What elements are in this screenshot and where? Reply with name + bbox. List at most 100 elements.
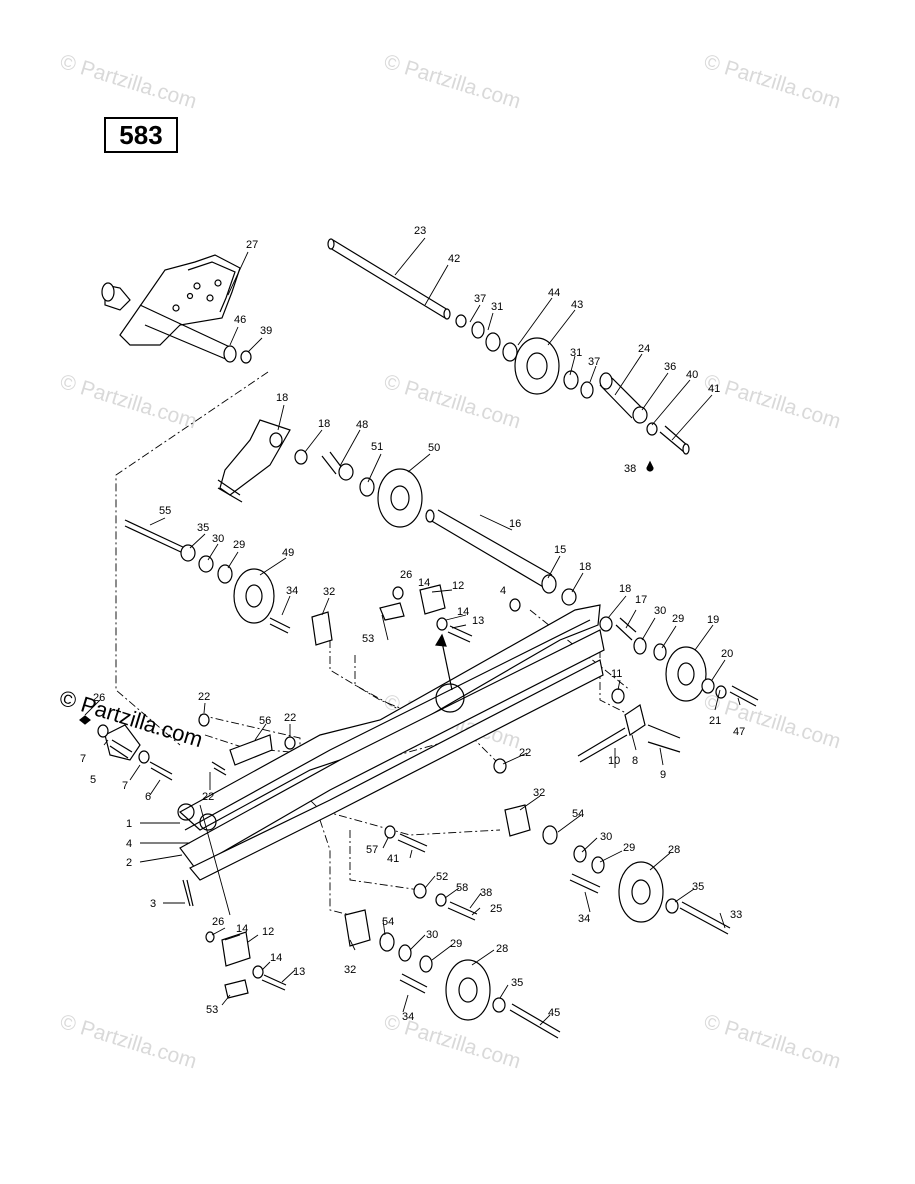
callout-29: 29 [623,842,635,854]
callout-48: 48 [356,419,368,431]
callout-14: 14 [236,923,248,935]
callout-52: 52 [436,871,448,883]
callout-7: 7 [122,780,128,792]
callout-32: 32 [323,586,335,598]
callout-23: 23 [414,225,426,237]
callout-39: 39 [260,325,272,337]
callout-26: 26 [212,916,224,928]
callout-53: 53 [362,633,374,645]
callout-25: 25 [490,903,502,915]
callout-47: 47 [733,726,745,738]
callout-46: 46 [234,314,246,326]
callout-2: 2 [126,857,132,869]
callout-29: 29 [672,613,684,625]
callout-8: 8 [632,755,638,767]
callout-18: 18 [579,561,591,573]
callout-30: 30 [654,605,666,617]
diagram-code-box: 583 [104,117,178,153]
callout-6: 6 [145,791,151,803]
callout-18: 18 [276,392,288,404]
callout-54: 54 [572,808,584,820]
callout-14: 14 [270,952,282,964]
callout-26: 26 [93,692,105,704]
callout-35: 35 [692,881,704,893]
callout-38: 38 [624,463,636,475]
callout-30: 30 [600,831,612,843]
callout-41: 41 [387,853,399,865]
callout-13: 13 [293,966,305,978]
callout-41: 41 [708,383,720,395]
callout-13: 13 [472,615,484,627]
rear-lower-wheel-assembly [344,909,561,1039]
callout-17: 17 [635,594,647,606]
upper-shaft-assembly [327,238,690,472]
callout-24: 24 [638,343,650,355]
callout-9: 9 [660,769,666,781]
callout-11: 11 [611,668,622,680]
callout-30: 30 [426,929,438,941]
callout-10: 10 [608,755,620,767]
callout-45: 45 [548,1007,560,1019]
callout-22: 22 [202,791,214,803]
callout-54: 54 [382,916,394,928]
callout-32: 32 [344,964,356,976]
callout-49: 49 [282,547,294,559]
callout-1: 1 [126,818,132,830]
middle-idler-assembly [217,419,577,606]
callout-12: 12 [452,580,464,592]
callout-4: 4 [500,585,506,597]
callout-37: 37 [588,356,600,368]
callout-27: 27 [246,239,258,251]
callout-7: 7 [80,753,86,765]
callout-29: 29 [450,938,462,950]
front-arm-bracket [101,254,252,364]
callout-50: 50 [428,442,440,454]
callout-37: 37 [474,293,486,305]
callout-29: 29 [233,539,245,551]
callout-12: 12 [262,926,274,938]
callout-18: 18 [318,418,330,430]
callout-5: 5 [90,774,96,786]
callout-40: 40 [686,369,698,381]
callout-32: 32 [533,787,545,799]
callout-58: 58 [456,882,468,894]
callout-22: 22 [519,747,531,759]
misc-fasteners [205,586,521,991]
callout-18: 18 [619,583,631,595]
callout-55: 55 [159,505,171,517]
callout-31: 31 [570,347,582,359]
callout-31: 31 [491,301,503,313]
rail-end-slider [79,715,194,907]
callout-19: 19 [707,614,719,626]
callout-15: 15 [554,544,566,556]
callout-14: 14 [457,606,469,618]
callout-57: 57 [366,844,378,856]
stopper-blocks [221,584,446,999]
callout-28: 28 [496,943,508,955]
callout-33: 33 [730,909,742,921]
callout-21: 21 [709,715,721,727]
callout-38: 38 [480,887,492,899]
callout-3: 3 [150,898,156,910]
callout-30: 30 [212,533,224,545]
callout-4: 4 [126,838,132,850]
callout-26: 26 [400,569,412,581]
callout-28: 28 [668,844,680,856]
callout-16: 16 [509,518,521,530]
center-axle-fittings [577,688,681,763]
slide-rail [177,604,605,881]
right-idler-wheel-assembly [599,616,759,707]
callout-leaders [84,237,741,1026]
callout-34: 34 [286,585,298,597]
callout-35: 35 [197,522,209,534]
assembly-guide-lines [115,371,641,916]
callout-34: 34 [578,913,590,925]
callout-20: 20 [721,648,733,660]
callout-22: 22 [284,712,296,724]
callout-35: 35 [511,977,523,989]
rear-upper-wheel-assembly [504,804,731,935]
callout-51: 51 [371,441,383,453]
left-idler-wheel-assembly [124,519,291,634]
